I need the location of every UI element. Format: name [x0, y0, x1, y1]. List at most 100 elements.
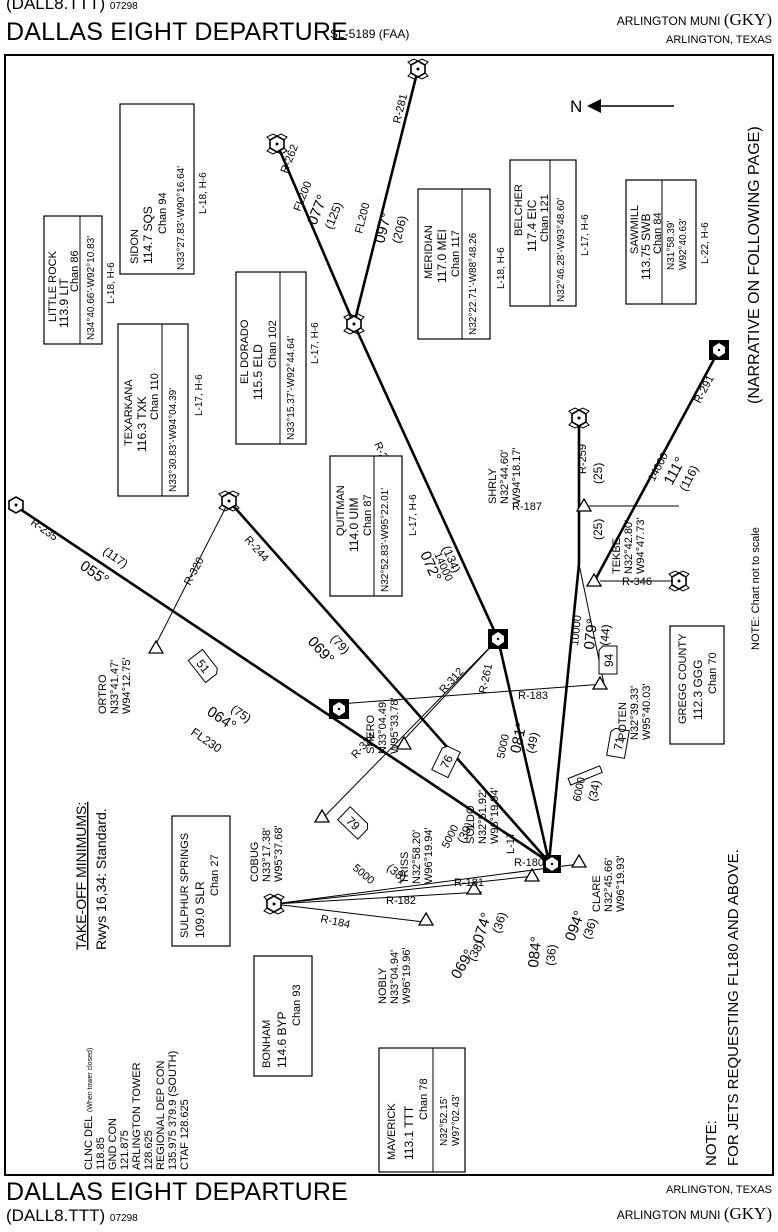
footer-city: ARLINGTON, TEXAS [666, 1184, 772, 1196]
marker-76: 76 [438, 752, 457, 770]
svg-text:W97°02.43': W97°02.43' [451, 1094, 462, 1146]
svg-text:Chan 84: Chan 84 [652, 212, 664, 254]
narrative-note: (NARRATIVE ON FOLLOWING PAGE) [746, 126, 763, 404]
svg-text:N32°52.15': N32°52.15' [439, 1097, 450, 1146]
label-r181: R-181 [454, 877, 484, 889]
radials [153, 500, 679, 923]
svg-text:Chan 102: Chan 102 [267, 320, 279, 368]
svg-text:Chan 117: Chan 117 [450, 230, 462, 277]
svg-text:ORTRO: ORTRO [97, 674, 109, 714]
svg-text:MAVERICK: MAVERICK [386, 1103, 398, 1160]
svg-text:GND CON: GND CON [107, 1118, 119, 1170]
label-a5000a: 5000 [495, 733, 512, 759]
page-title: DALLAS EIGHT DEPARTURE [6, 18, 348, 46]
svg-text:Chan 110: Chan 110 [149, 373, 161, 420]
label-d36c: (36) [490, 910, 510, 935]
svg-text:NOBLY: NOBLY [377, 967, 389, 1004]
label-r180: R-180 [514, 857, 544, 869]
route-markers: 51 94 71 76 79 [187, 645, 630, 840]
svg-text:NOTE:: NOTE: [703, 1120, 720, 1166]
svg-text:N32°42.80': N32°42.80' [623, 520, 635, 574]
belcher-box: BELCHER 117.4 EIC Chan 121 N32°46.28'-W9… [509, 159, 591, 307]
marker-71: 71 [611, 735, 627, 751]
svg-text:W95°33.78': W95°33.78' [389, 697, 401, 754]
svg-text:L-17, H-6: L-17, H-6 [310, 322, 321, 364]
svg-text:SHRLY: SHRLY [487, 467, 499, 504]
label-c079: 079° [581, 618, 601, 651]
footer-airport: ARLINGTON MUNI (GKY) [616, 1204, 772, 1223]
svg-text:TRISS: TRISS [399, 852, 411, 884]
svg-text:(NARRATIVE ON FOLLOWING PAGE): (NARRATIVE ON FOLLOWING PAGE) [746, 126, 763, 404]
label-r187: R-187 [512, 501, 542, 513]
header-computer-code: (DALL8.TTT) 07298 [6, 0, 138, 13]
sulphur-springs-box: SULPHUR SPRINGS 109.0 SLR Chan 27 [171, 815, 231, 947]
jets-note: NOTE: FOR JETS REQUESTING FL180 AND ABOV… [703, 849, 742, 1166]
little-rock-box: LITTLE ROCK 113.9 LIT Chan 86 N34°40.66'… [43, 215, 117, 345]
svg-text:Chan 93: Chan 93 [291, 984, 303, 1026]
svg-text:Chan 86: Chan 86 [69, 250, 81, 292]
svg-text:N32°45.66': N32°45.66' [603, 858, 615, 912]
svg-text:W94°47.73': W94°47.73' [635, 517, 647, 574]
transition-routes [13, 68, 721, 864]
svg-text:117.0 MEI: 117.0 MEI [435, 229, 449, 283]
svg-text:112.3 GGG: 112.3 GGG [691, 660, 705, 720]
svg-text:114.7 SQS: 114.7 SQS [141, 206, 155, 264]
maverick-box: MAVERICK 113.1 TTT Chan 78 N32°52.15' W9… [378, 1047, 466, 1173]
svg-text:Chan 70: Chan 70 [707, 652, 719, 694]
label-d25b: (25) [591, 519, 605, 540]
svg-text:114.6 BYP: 114.6 BYP [275, 1012, 289, 1068]
svg-text:118.85: 118.85 [95, 1137, 107, 1170]
el-dorado-box: EL DORADO 115.5 ELD Chan 102 N33°15.37'-… [235, 271, 321, 445]
north-label: N [570, 97, 582, 116]
not-to-scale-note: NOTE: Chart not to scale [750, 527, 762, 650]
svg-text:LITTLE ROCK: LITTLE ROCK [47, 250, 59, 322]
sl-number: SL-5189 (FAA) [330, 27, 410, 41]
svg-text:N32°44.60': N32°44.60' [499, 450, 511, 504]
label-a6000: 6000 [571, 776, 588, 802]
svg-text:Chan 78: Chan 78 [418, 1078, 430, 1120]
gregg-county-box: GREGG COUNTY 112.3 GGG Chan 70 [669, 625, 725, 745]
svg-text:BELCHER: BELCHER [513, 184, 525, 236]
svg-text:W95°40.03': W95°40.03' [641, 683, 653, 740]
little-rock-vor-icon [8, 496, 24, 514]
svg-text:N33°04.49': N33°04.49' [377, 700, 389, 754]
label-c081: 081° [507, 721, 530, 755]
svg-text:SULPHUR SPRINGS: SULPHUR SPRINGS [179, 833, 191, 938]
label-d25a: (25) [591, 463, 605, 484]
label-a10000: 10000 [569, 615, 584, 647]
sawmill-vordme-icon [709, 340, 729, 360]
svg-text:N33°27.83'-W90°16.64': N33°27.83'-W90°16.64' [176, 166, 187, 270]
svg-text:N32°51.92': N32°51.92' [477, 790, 489, 844]
header-airport: ARLINGTON MUNI (GKY) [616, 10, 772, 29]
svg-text:N33°15.37'-W92°44.64': N33°15.37'-W92°44.64' [286, 336, 297, 440]
header-chart-number: 07298 [109, 1, 138, 12]
svg-text:EL DORADO: EL DORADO [239, 319, 251, 384]
marker-94: 94 [602, 653, 616, 667]
svg-text:109.0 SLR: 109.0 SLR [193, 881, 207, 938]
svg-text:N32°39.33': N32°39.33' [629, 686, 641, 740]
svg-text:116.3 TXK: 116.3 TXK [135, 396, 149, 452]
svg-text:115.5 ELD: 115.5 ELD [251, 344, 265, 400]
svg-text:L-17, H-6: L-17, H-6 [580, 214, 591, 256]
label-r182: R-182 [386, 895, 416, 907]
takeoff-minimums: TAKE-OFF MINIMUMS: Rwys 16,34: Standard. [73, 802, 109, 950]
svg-text:W94°12.75': W94°12.75' [121, 657, 133, 714]
svg-text:N33°41.47': N33°41.47' [109, 660, 121, 714]
svg-text:SOLDO: SOLDO [465, 805, 477, 844]
label-d36b: (36) [580, 916, 600, 941]
sawmill-box: SAWMILL 113.75 SWB Chan 84 N31°58.39' W9… [625, 179, 711, 305]
svg-text:SHERO: SHERO [365, 714, 377, 754]
svg-text:W96°19.94': W96°19.94' [489, 787, 501, 844]
svg-text:SIDON: SIDON [129, 229, 141, 264]
svg-text:N33°04.94': N33°04.94' [389, 950, 401, 1004]
